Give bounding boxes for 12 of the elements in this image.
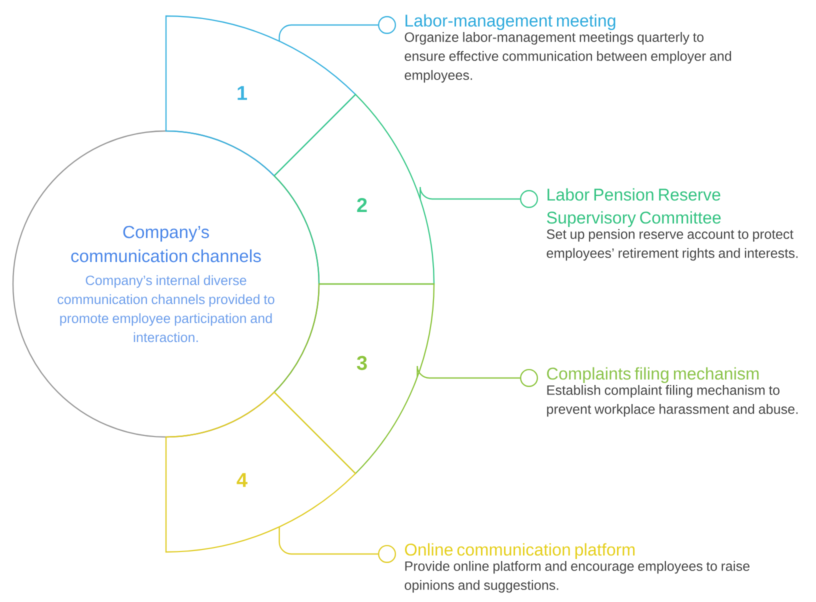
connector [378, 16, 396, 34]
callout-text: Online communication platform Provide online platform and encourage employees to raise opinions and suggestions. [404, 543, 750, 593]
ring-segment: 1 [165, 15, 356, 176]
callout-text: Complaints filing mechanism Establish complaint filing mechanism to prevent workplace harassment and abuse. [547, 367, 798, 417]
ring-segment: 4 [165, 392, 356, 553]
connector [520, 368, 538, 387]
connector [520, 190, 538, 208]
ring-segment: 3 [274, 283, 435, 474]
callout-text: Labor Pension Reserve Supervisory Committee Set up pension reserve account to protect employees’ retirement rights and interests. [546, 188, 798, 261]
connector [378, 544, 396, 563]
ring-segment: 2 [274, 94, 435, 285]
callout-text: Labor-management meeting Organize labor-management meetings quarterly to ensure effective communication between employer and employees. [404, 14, 732, 83]
